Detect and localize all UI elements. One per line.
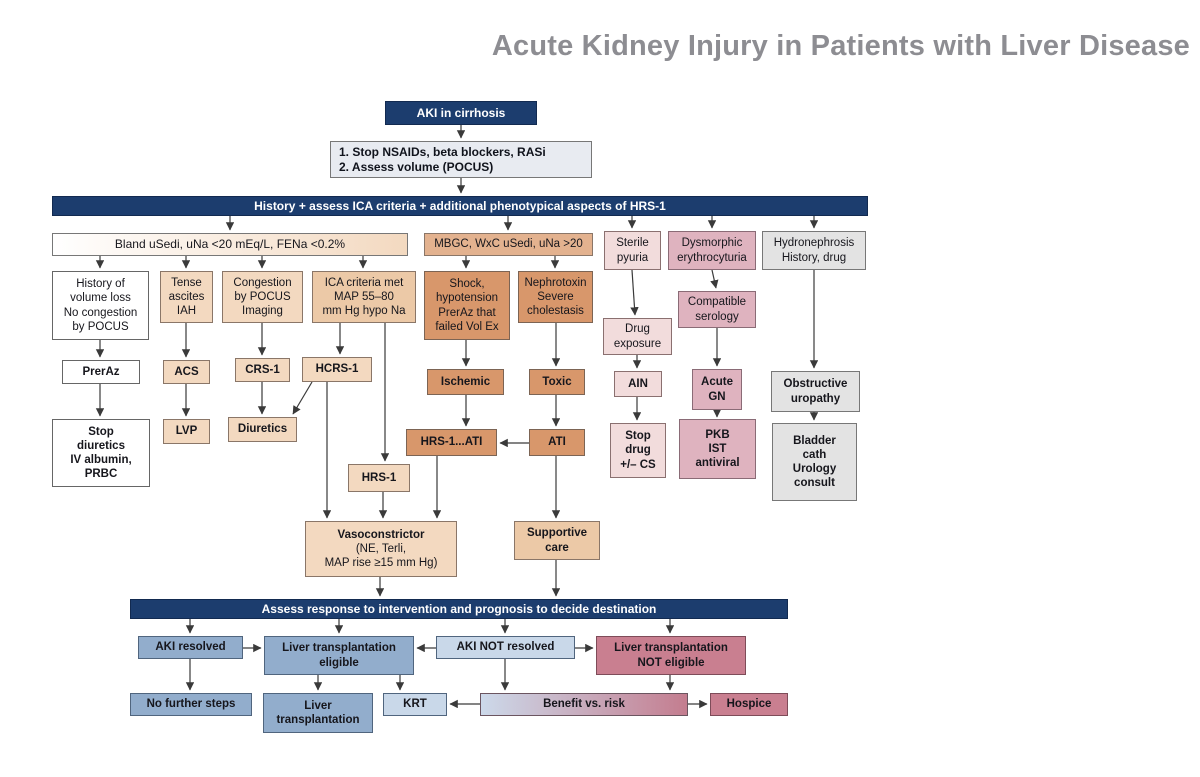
node-preraz: PrerAz xyxy=(62,360,140,384)
node-obstructive-uropathy: Obstructive uropathy xyxy=(771,371,860,412)
node-hospice: Hospice xyxy=(710,693,788,716)
node-toxic: Toxic xyxy=(529,369,585,395)
node-dysmorphic-erythrocyturia: Dysmorphic erythrocyturia xyxy=(668,231,756,270)
vasoconstrictor-title: Vasoconstrictor xyxy=(337,528,425,541)
node-hrs-1: HRS-1 xyxy=(348,464,410,492)
node-bland-usedi: Bland uSedi, uNa <20 mEq/L, FENa <0.2% xyxy=(52,233,408,256)
node-liver-transplantation: Liver transplantation xyxy=(263,693,373,733)
node-lvp: LVP xyxy=(163,419,210,444)
node-liver-transplant-eligible: Liver transplantation eligible xyxy=(264,636,414,675)
node-congestion-pocus: Congestion by POCUS Imaging xyxy=(222,271,303,323)
node-ain: AIN xyxy=(614,371,662,397)
node-hcrs-1: HCRS-1 xyxy=(302,357,372,382)
node-sterile-pyuria: Sterile pyuria xyxy=(604,231,661,270)
page-title: Acute Kidney Injury in Patients with Liv… xyxy=(491,30,1190,62)
node-liver-transplant-not-eligible: Liver transplantation NOT eligible xyxy=(596,636,746,675)
node-ica-criteria-met: ICA criteria met MAP 55–80 mm Hg hypo Na xyxy=(312,271,416,323)
node-hrs1-ati: HRS-1...ATI xyxy=(406,429,497,456)
node-history-volume-loss: History of volume loss No congestion by … xyxy=(52,271,149,340)
node-diuretics: Diuretics xyxy=(228,417,297,442)
node-aki-in-cirrhosis: AKI in cirrhosis xyxy=(385,101,537,125)
node-supportive-care: Supportive care xyxy=(514,521,600,560)
node-compatible-serology: Compatible serology xyxy=(678,291,756,328)
node-aki-not-resolved: AKI NOT resolved xyxy=(436,636,575,659)
node-acute-gn: Acute GN xyxy=(692,369,742,410)
banner-history-ica-criteria: History + assess ICA criteria + addition… xyxy=(52,196,868,216)
node-mbgc-usedi: MBGC, WxC uSedi, uNa >20 xyxy=(424,233,593,256)
node-ati: ATI xyxy=(529,429,585,456)
vasoconstrictor-detail: (NE, Terli, MAP rise ≥15 mm Hg) xyxy=(324,542,438,569)
node-benefit-vs-risk: Benefit vs. risk xyxy=(480,693,688,716)
node-stop-drug-cs: Stop drug +/– CS xyxy=(610,423,666,478)
node-vasoconstrictor: Vasoconstrictor (NE, Terli, MAP rise ≥15… xyxy=(305,521,457,577)
node-no-further-steps: No further steps xyxy=(130,693,252,716)
node-stop-diuretics: Stop diuretics IV albumin, PRBC xyxy=(52,419,150,487)
node-bladder-cath-urology: Bladder cath Urology consult xyxy=(772,423,857,501)
node-nephrotoxin-cholestasis: Nephrotoxin Severe cholestasis xyxy=(518,271,593,323)
node-acs: ACS xyxy=(163,360,210,384)
node-tense-ascites: Tense ascites IAH xyxy=(160,271,213,323)
node-pkb-ist-antiviral: PKB IST antiviral xyxy=(679,419,756,479)
node-aki-resolved: AKI resolved xyxy=(138,636,243,659)
node-shock-hypotension: Shock, hypotension PrerAz that failed Vo… xyxy=(424,271,510,340)
node-crs-1: CRS-1 xyxy=(235,358,290,382)
node-krt: KRT xyxy=(383,693,447,716)
node-initial-steps: 1. Stop NSAIDs, beta blockers, RASi 2. A… xyxy=(330,141,592,178)
node-drug-exposure: Drug exposure xyxy=(603,318,672,355)
banner-assess-response: Assess response to intervention and prog… xyxy=(130,599,788,619)
node-hydronephrosis: Hydronephrosis History, drug xyxy=(762,231,866,270)
node-ischemic: Ischemic xyxy=(427,369,504,395)
